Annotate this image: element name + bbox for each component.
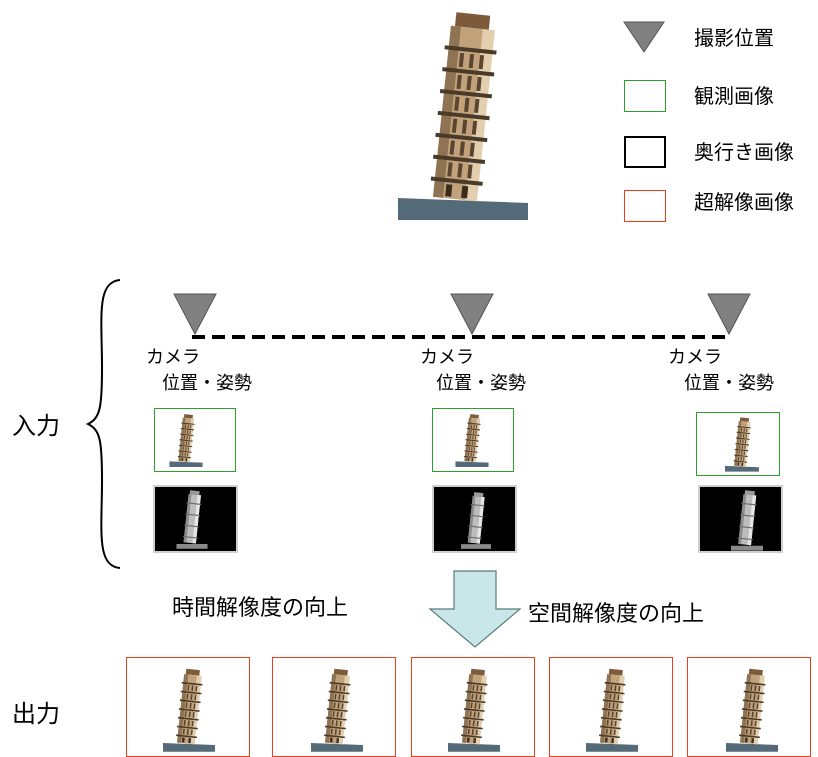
camera-marker-1	[173, 293, 217, 336]
depth-image-3	[698, 485, 783, 553]
legend-super-resolution-swatch	[624, 190, 666, 222]
left-brace-icon	[85, 279, 121, 569]
camera-2-label-line2: 位置・姿勢	[436, 373, 526, 394]
legend-depth-label: 奥行き画像	[694, 140, 794, 164]
camera-position-triangle-icon	[623, 21, 665, 53]
super-resolution-image-2	[272, 657, 396, 757]
depth-image-2	[432, 485, 517, 553]
observed-image-3	[696, 412, 780, 476]
super-resolution-image-3	[411, 657, 535, 757]
camera-2-label-line1: カメラ	[420, 347, 474, 368]
legend-super-resolution-label: 超解像画像	[694, 190, 794, 214]
camera-1-label-line2: 位置・姿勢	[162, 373, 252, 394]
super-resolution-image-4	[549, 657, 673, 757]
spatial-resolution-label: 空間解像度の向上	[528, 602, 705, 627]
temporal-resolution-label: 時間解像度の向上	[172, 596, 349, 621]
camera-marker-3	[707, 293, 751, 336]
camera-3-label-line1: カメラ	[668, 347, 722, 368]
camera-baseline	[192, 335, 732, 339]
output-label: 出力	[12, 700, 60, 728]
camera-marker-2	[450, 293, 494, 336]
legend-camera-position-label: 撮影位置	[694, 26, 774, 50]
super-resolution-image-5	[687, 657, 811, 757]
legend-observed-swatch	[624, 80, 666, 112]
camera-3-label-line2: 位置・姿勢	[684, 373, 774, 394]
observed-image-1	[154, 408, 236, 472]
down-arrow-icon	[428, 570, 522, 648]
super-resolution-image-1	[126, 657, 250, 757]
legend-observed-label: 観測画像	[694, 84, 774, 108]
depth-image-1	[153, 485, 238, 553]
camera-1-label-line1: カメラ	[146, 347, 200, 368]
legend-depth-swatch	[624, 136, 666, 168]
leaning-tower-icon	[398, 8, 528, 228]
input-label: 入力	[12, 412, 60, 440]
observed-image-2	[432, 408, 514, 472]
